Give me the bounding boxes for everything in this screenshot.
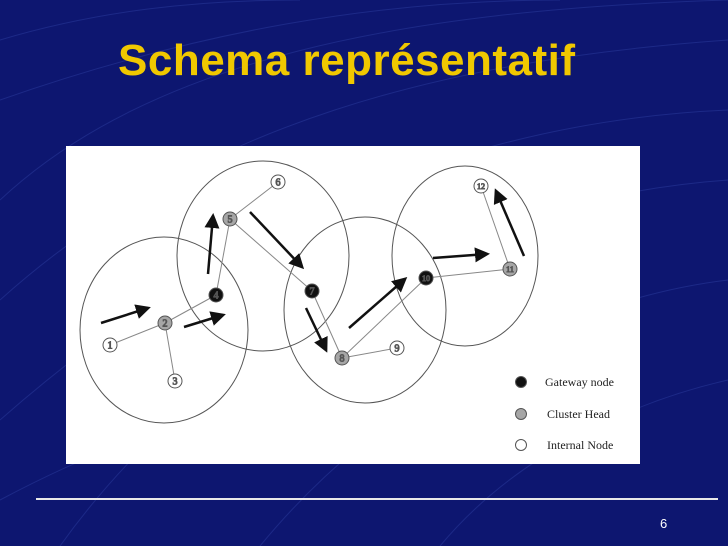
node-1: 1	[102, 337, 118, 353]
link-2-4	[164, 294, 217, 324]
node-10: 10	[418, 270, 434, 286]
link-2-3	[164, 322, 176, 382]
node-8-label: 8	[340, 354, 345, 365]
legend: Gateway node Cluster Head Internal Node	[515, 375, 614, 452]
node-10-label: 10	[422, 274, 430, 283]
node-3: 3	[167, 373, 183, 389]
nodes: 1 2 3 4 5 6 7	[102, 174, 518, 389]
slide-title: Schema représentatif	[118, 36, 576, 85]
node-2-label: 2	[163, 319, 168, 330]
page-number: 6	[660, 516, 668, 531]
legend-internal-label: Internal Node	[547, 438, 613, 452]
link-11-12	[480, 185, 511, 270]
arrow-1	[100, 304, 151, 325]
node-9-label: 9	[395, 344, 400, 355]
cluster-diagram-svg: 1 2 3 4 5 6 7	[79, 160, 614, 452]
arrow-3	[204, 213, 220, 275]
node-11: 11	[502, 261, 518, 277]
link-4-5	[215, 218, 231, 296]
node-2: 2	[157, 315, 173, 331]
legend-cluster-head-label: Cluster Head	[547, 407, 610, 421]
link-10-11	[425, 268, 511, 279]
arrow-7	[432, 247, 490, 263]
arrow-8	[493, 188, 526, 257]
node-11-label: 11	[506, 265, 514, 274]
node-7: 7	[304, 283, 320, 299]
legend-gateway: Gateway node	[515, 375, 614, 389]
link-8-10	[341, 277, 427, 359]
arrow-2	[183, 311, 226, 329]
flow-arrows	[100, 188, 526, 353]
node-6: 6	[270, 174, 286, 190]
legend-gateway-label: Gateway node	[545, 375, 614, 389]
link-8-9	[341, 347, 398, 359]
link-1-2	[109, 322, 166, 346]
arrow-4	[249, 211, 305, 270]
link-7-8	[311, 290, 343, 359]
node-4-label: 4	[214, 291, 219, 302]
node-9: 9	[389, 340, 405, 356]
legend-cluster-head: Cluster Head	[515, 407, 610, 421]
cluster-circle-2	[176, 160, 350, 352]
arrow-5	[304, 307, 328, 353]
cluster-circle-3	[283, 216, 447, 404]
cluster-circle-4	[391, 165, 539, 347]
arrow-6	[348, 277, 408, 329]
node-12: 12	[473, 178, 489, 194]
footer-divider	[36, 498, 718, 500]
node-6-label: 6	[276, 178, 281, 189]
network-diagram: 1 2 3 4 5 6 7	[66, 146, 640, 464]
link-5-6	[229, 181, 279, 220]
node-5-label: 5	[228, 215, 233, 226]
node-4: 4	[208, 287, 224, 303]
cluster-circle-1	[79, 236, 249, 424]
legend-internal: Internal Node	[515, 438, 613, 452]
links	[109, 181, 511, 382]
link-5-7	[229, 218, 313, 292]
node-7-label: 7	[310, 287, 315, 298]
clusters	[79, 160, 539, 424]
node-3-label: 3	[173, 377, 178, 388]
node-5: 5	[222, 211, 238, 227]
node-1-label: 1	[108, 341, 113, 352]
node-8: 8	[334, 350, 350, 366]
node-12-label: 12	[477, 182, 485, 191]
